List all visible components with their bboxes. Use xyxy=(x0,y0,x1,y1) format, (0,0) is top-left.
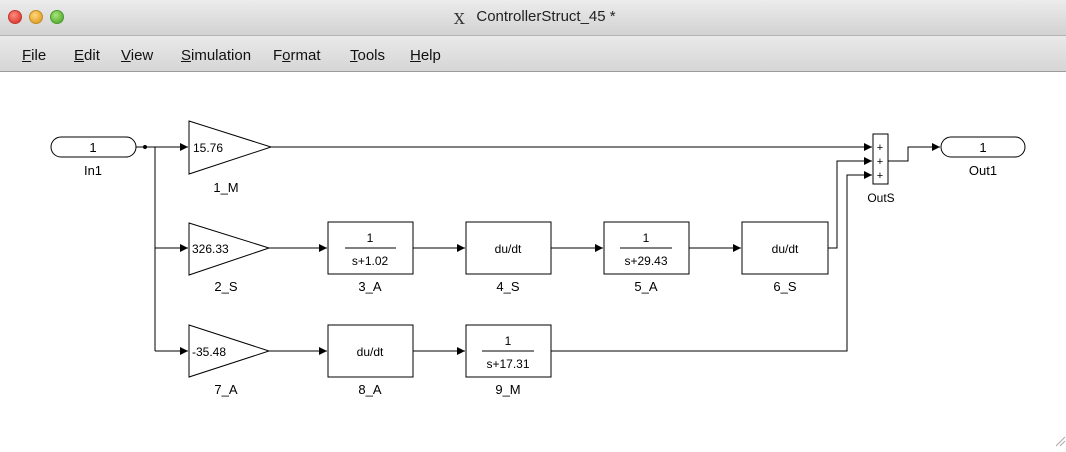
model-canvas[interactable]: 1 In1 15.76 1_M 326.33 2_S -35.48 7_A 1 … xyxy=(0,72,1066,447)
window-title-text: ControllerStruct_45 * xyxy=(476,8,616,25)
branch-point xyxy=(143,145,147,149)
block-label: 7_A xyxy=(214,382,237,397)
menu-file[interactable]: File xyxy=(22,47,47,64)
menu-simulation[interactable]: Simulation xyxy=(181,47,252,64)
transfer-fcn-5a[interactable]: 1 s+29.43 5_A xyxy=(603,221,690,294)
menu-help[interactable]: Help xyxy=(410,47,441,64)
menu-format[interactable]: Format xyxy=(273,47,321,64)
inport-label: In1 xyxy=(84,163,102,178)
derivative-6s[interactable]: du/dt 6_S xyxy=(741,221,829,294)
transfer-fcn-9m[interactable]: 1 s+17.31 9_M xyxy=(465,324,552,397)
signal-6s-to-outs[interactable] xyxy=(828,157,872,249)
block-label: 8_A xyxy=(358,382,381,397)
tf-denominator: s+1.02 xyxy=(352,254,389,268)
zoom-window-button[interactable] xyxy=(50,10,64,24)
block-label: 4_S xyxy=(496,279,519,294)
gain-value: 326.33 xyxy=(192,242,229,256)
block-label: 2_S xyxy=(214,279,237,294)
block-diagram: 1 In1 15.76 1_M 326.33 2_S -35.48 7_A 1 … xyxy=(50,120,1026,397)
inport-in1[interactable]: 1 In1 xyxy=(50,136,137,178)
block-label: 6_S xyxy=(773,279,796,294)
derivative-8a[interactable]: du/dt 8_A xyxy=(327,324,414,397)
gain-block-1m[interactable]: 15.76 1_M xyxy=(188,120,273,195)
block-label: 1_M xyxy=(213,180,238,195)
title-bar: X ControllerStruct_45 * xyxy=(0,0,1066,36)
close-window-button[interactable] xyxy=(8,10,22,24)
tf-denominator: s+29.43 xyxy=(624,254,667,268)
menu-tools[interactable]: Tools xyxy=(350,47,386,64)
outport-label: Out1 xyxy=(969,163,997,178)
derivative-text: du/dt xyxy=(772,242,799,256)
tf-numerator: 1 xyxy=(505,334,512,348)
gain-value: 15.76 xyxy=(193,141,223,155)
signal-9m-to-outs[interactable] xyxy=(551,171,872,352)
block-label: 3_A xyxy=(358,279,381,294)
signal-outs-to-out1[interactable] xyxy=(888,143,940,162)
sum-sign: + xyxy=(877,156,883,168)
gain-block-7a[interactable]: -35.48 7_A xyxy=(188,324,271,397)
minimize-window-button[interactable] xyxy=(29,10,43,24)
resize-grip-icon[interactable] xyxy=(1052,433,1066,447)
derivative-text: du/dt xyxy=(357,345,384,359)
block-label: 5_A xyxy=(634,279,657,294)
derivative-4s[interactable]: du/dt 4_S xyxy=(465,221,552,294)
tf-numerator: 1 xyxy=(643,231,650,245)
sum-block-outs[interactable]: + + + OutS xyxy=(867,133,895,205)
tf-denominator: s+17.31 xyxy=(486,357,529,371)
block-label: OutS xyxy=(867,191,894,205)
gain-value: -35.48 xyxy=(192,345,226,359)
menu-edit[interactable]: Edit xyxy=(74,47,100,64)
tf-numerator: 1 xyxy=(367,231,374,245)
derivative-text: du/dt xyxy=(495,242,522,256)
sum-sign: + xyxy=(877,170,883,182)
transfer-fcn-3a[interactable]: 1 s+1.02 3_A xyxy=(327,221,414,294)
inport-number: 1 xyxy=(89,140,96,155)
outport-out1[interactable]: 1 Out1 xyxy=(940,136,1026,178)
menu-view[interactable]: View xyxy=(121,47,154,64)
block-label: 9_M xyxy=(495,382,520,397)
gain-block-2s[interactable]: 326.33 2_S xyxy=(188,222,271,294)
x11-logo-icon: X xyxy=(454,10,465,28)
menu-bar: File Edit View Simulation Format Tools H… xyxy=(0,36,1066,72)
window-title: X ControllerStruct_45 * xyxy=(0,8,1066,28)
sum-sign: + xyxy=(877,142,883,154)
outport-number: 1 xyxy=(979,140,986,155)
